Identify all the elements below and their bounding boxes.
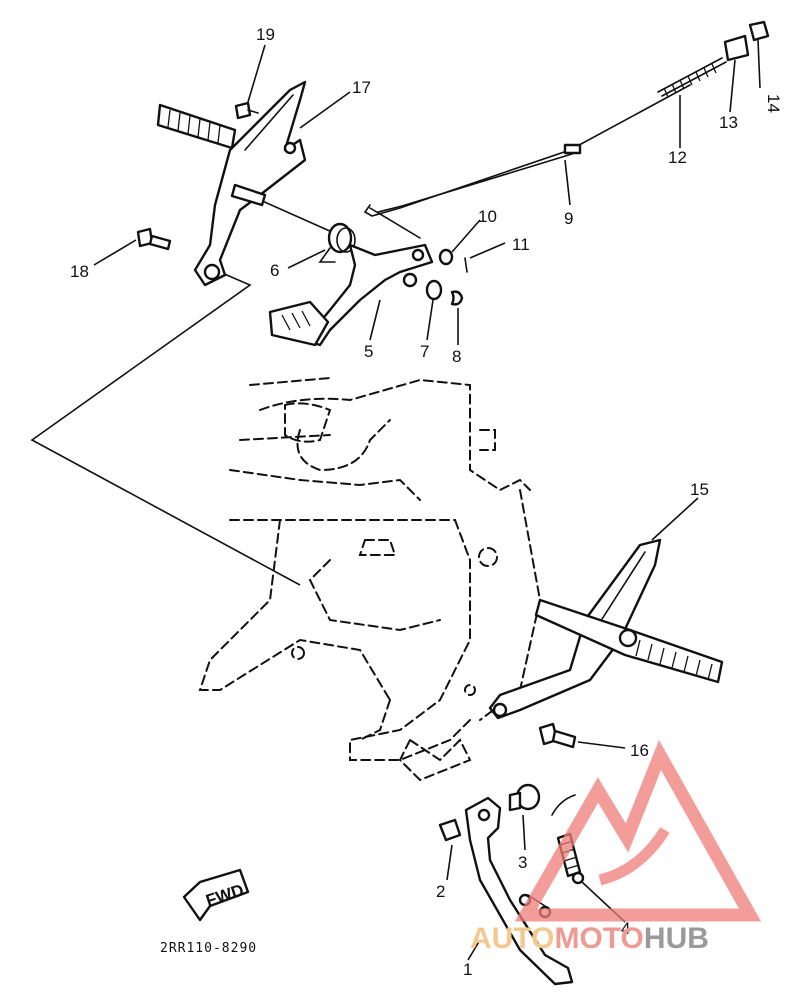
label-part-17: 17 — [352, 78, 371, 97]
bolt-19 — [234, 101, 259, 120]
forward-arrow: FWD — [182, 868, 250, 922]
label-part-13: 13 — [719, 113, 738, 132]
adjuster-13 — [723, 34, 750, 62]
adjusting-nut-14 — [748, 20, 770, 42]
watermark-moto: MOTO — [554, 922, 643, 955]
label-part-18: 18 — [70, 262, 89, 281]
brake-rod-9 — [363, 84, 691, 239]
leader-lines — [93, 39, 761, 961]
label-part-14: 14 — [764, 94, 783, 113]
watermark-auto: AUTO — [470, 922, 554, 955]
spring-12 — [657, 57, 727, 98]
label-part-15: 15 — [690, 480, 709, 499]
mounting-guide-line — [30, 269, 301, 586]
watermark-logo-icon — [514, 739, 762, 922]
side-stand-1 — [464, 796, 574, 986]
label-part-12: 12 — [668, 148, 687, 167]
cotter-pin-11 — [464, 257, 468, 273]
label-part-19: 19 — [256, 25, 275, 44]
label-part-7: 7 — [420, 342, 429, 361]
clip-8 — [450, 290, 464, 306]
bolt-16 — [538, 722, 577, 749]
label-part-3: 3 — [518, 853, 527, 872]
washer-7 — [425, 279, 443, 301]
nut-10 — [438, 248, 454, 266]
label-part-11: 11 — [512, 235, 530, 254]
rear-footrest-bracket-17 — [156, 80, 307, 287]
front-footrest-15 — [488, 538, 724, 720]
nut-2 — [438, 818, 462, 842]
bolt-18 — [136, 227, 172, 251]
watermark-text: AUTOMOTOHUB — [470, 922, 709, 955]
pivot-bolt-3 — [508, 783, 541, 812]
label-part-8: 8 — [452, 347, 461, 366]
label-part-4: 4 — [621, 919, 630, 938]
label-part-1: 1 — [463, 960, 472, 979]
label-part-16: 16 — [630, 741, 649, 760]
label-part-5: 5 — [364, 342, 373, 361]
label-part-6: 6 — [270, 261, 279, 280]
label-part-9: 9 — [564, 209, 573, 228]
label-part-2: 2 — [436, 882, 445, 901]
return-spring-6 — [318, 222, 356, 263]
part-number-labels: 1 2 3 4 5 6 7 8 9 10 11 12 13 14 15 16 1… — [70, 25, 783, 979]
label-part-10: 10 — [478, 207, 497, 226]
watermark-hub: HUB — [644, 922, 709, 955]
motorcycle-frame — [198, 377, 542, 782]
brake-pedal-5 — [268, 243, 434, 347]
diagram-code: 2RR110-8290 — [160, 941, 257, 956]
